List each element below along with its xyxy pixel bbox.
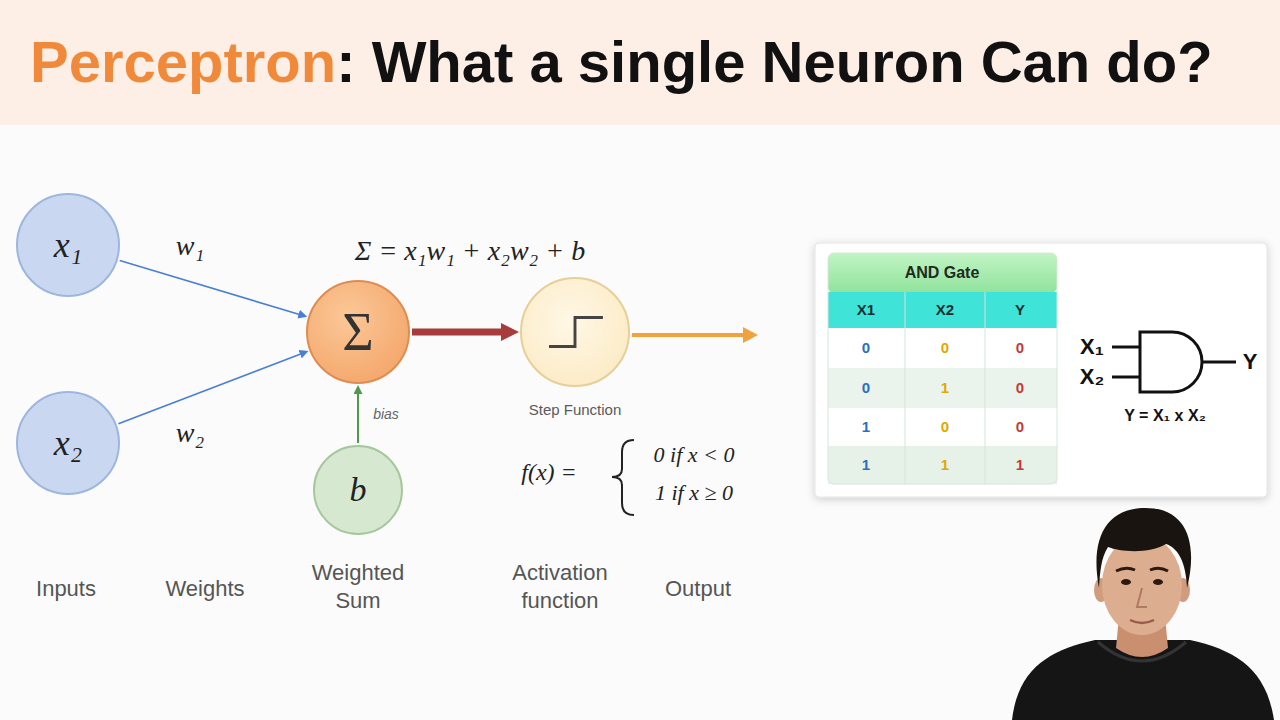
step-symbol bbox=[522, 279, 628, 385]
gate-pin-name: X₁ bbox=[1080, 333, 1104, 361]
table-cell: 0 bbox=[1016, 379, 1024, 398]
weight-label: w₁ bbox=[176, 228, 204, 263]
node-symbol: x₁ bbox=[54, 227, 83, 263]
node-symbol: b bbox=[350, 473, 367, 507]
table-cell: 1 bbox=[862, 418, 870, 437]
and-gate-symbol bbox=[1112, 332, 1236, 392]
stage-caption: Inputs bbox=[36, 575, 96, 603]
weight-connector bbox=[118, 353, 302, 423]
stage-caption: Weights bbox=[165, 575, 244, 603]
table-row bbox=[828, 408, 1057, 446]
stage-caption: Weighted Sum bbox=[293, 559, 423, 614]
stage-caption: Activation function bbox=[495, 559, 625, 614]
table-row bbox=[828, 368, 1057, 408]
table-row bbox=[828, 446, 1057, 484]
weight-connector bbox=[120, 261, 301, 315]
table-cell: 0 bbox=[941, 339, 949, 358]
table-cell: 1 bbox=[1016, 456, 1024, 475]
table-cell: 1 bbox=[941, 379, 949, 398]
table-title-band bbox=[828, 253, 1057, 293]
gate-equation: Y = X₁ x X₂ bbox=[1124, 406, 1205, 426]
input-node: x₁ bbox=[16, 193, 120, 297]
stage-caption: Output bbox=[665, 575, 731, 603]
table-header: X2 bbox=[936, 301, 954, 320]
table-card bbox=[815, 243, 1267, 497]
table-header: X1 bbox=[857, 301, 875, 320]
table-header: Y bbox=[1015, 301, 1025, 320]
bias-connector bbox=[357, 391, 359, 443]
node-symbol: x₂ bbox=[54, 425, 83, 461]
table-cell: 1 bbox=[941, 456, 949, 475]
table-border bbox=[828, 253, 1057, 484]
step-symbol-line bbox=[549, 318, 603, 347]
step-function-node: Step Function bbox=[520, 277, 630, 387]
input-node: x₂ bbox=[16, 391, 120, 495]
summation-node: Σ bbox=[306, 280, 410, 384]
formula-text: Σ = x₁w₁ + x₂w₂ + b bbox=[355, 233, 585, 268]
bias-label: bias bbox=[373, 406, 399, 424]
table-grid-line bbox=[905, 292, 906, 484]
title-heading: Perceptron: What a single Neuron Can do? bbox=[30, 27, 1213, 97]
weight-label: w₂ bbox=[176, 415, 204, 450]
table-title: AND Gate bbox=[905, 263, 980, 283]
gate-pin-name: X₂ bbox=[1080, 363, 1104, 391]
table-cell: 0 bbox=[862, 379, 870, 398]
presenter-avatar bbox=[1012, 508, 1274, 720]
table-header-row bbox=[828, 292, 1057, 328]
formula-text: f(x) = bbox=[521, 457, 577, 487]
formula-case: 1 if x ≥ 0 bbox=[655, 479, 733, 507]
table-row bbox=[828, 328, 1057, 368]
bias-node: b bbox=[313, 445, 403, 535]
output-arrow bbox=[632, 327, 758, 343]
table-cell: 1 bbox=[862, 456, 870, 475]
brace bbox=[612, 440, 634, 515]
signal-connector bbox=[412, 329, 506, 336]
node-symbol: Σ bbox=[342, 305, 373, 359]
node-caption: Step Function bbox=[529, 401, 622, 418]
formula-case: 0 if x < 0 bbox=[654, 441, 735, 469]
gate-pin-name: Y bbox=[1243, 348, 1258, 376]
table-cell: 0 bbox=[1016, 339, 1024, 358]
table-grid-line bbox=[985, 292, 986, 484]
table-cell: 0 bbox=[862, 339, 870, 358]
table-cell: 0 bbox=[941, 418, 949, 437]
table-cell: 0 bbox=[1016, 418, 1024, 437]
